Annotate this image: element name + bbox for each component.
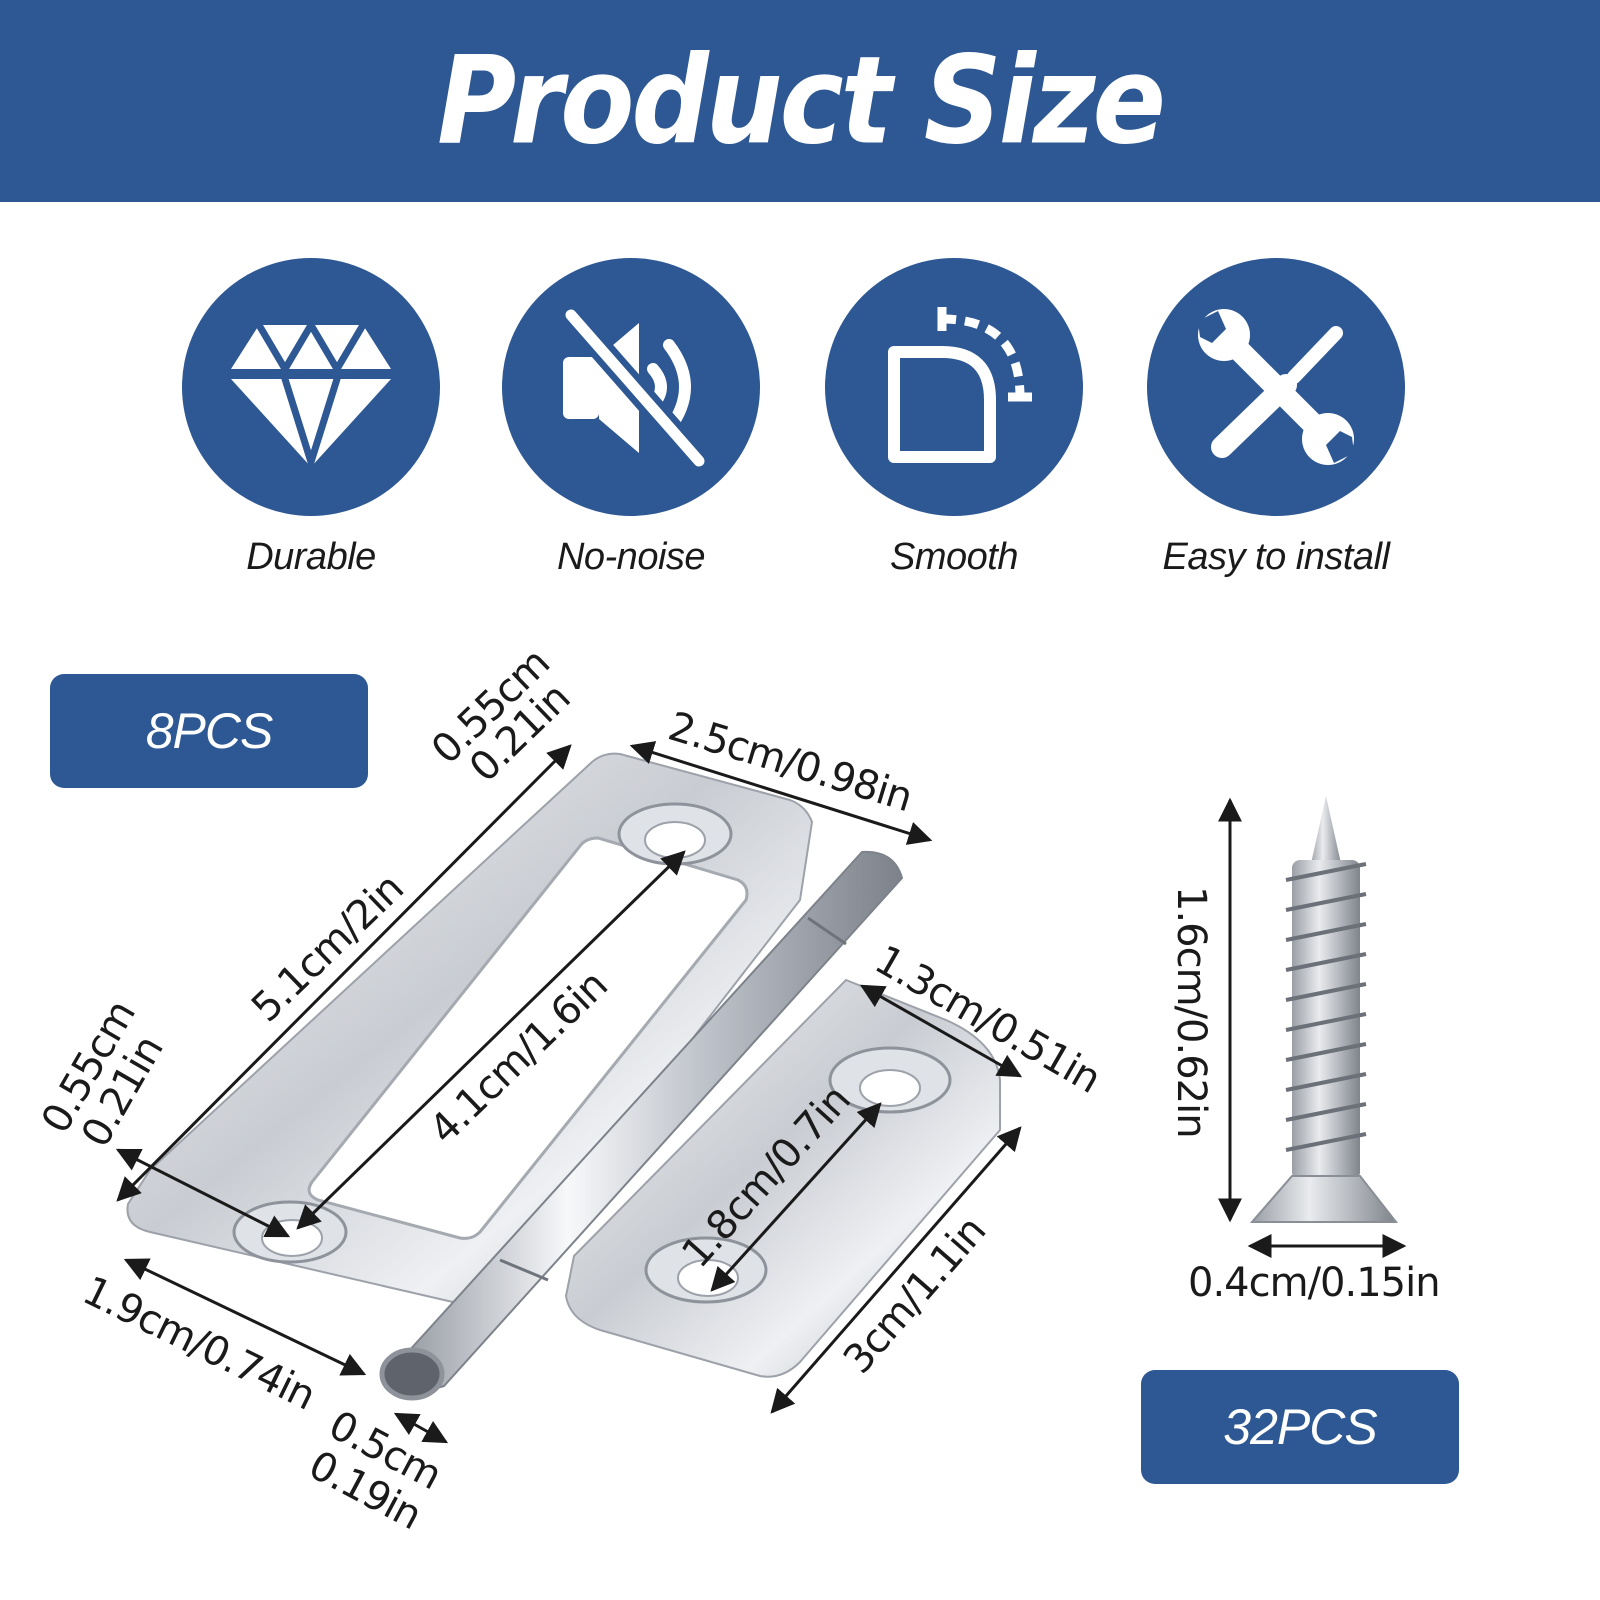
feature-durable: Durable bbox=[182, 258, 440, 579]
dim-bottom-width: 1.9cm/0.74in bbox=[76, 1268, 322, 1420]
feature-label: Smooth bbox=[890, 536, 1018, 578]
page-title: Product Size bbox=[437, 31, 1166, 171]
rotation-angle-icon bbox=[888, 307, 1032, 463]
screw-quantity-badge: 32PCS bbox=[1141, 1370, 1459, 1484]
wrench-screwdriver-icon bbox=[1198, 309, 1354, 465]
dim-screw-length: 1.6cm/0.62in bbox=[1168, 886, 1214, 1138]
feature-circle bbox=[825, 258, 1083, 516]
feature-easy-install: Easy to install bbox=[1147, 258, 1405, 579]
header-banner: Product Size bbox=[0, 0, 1600, 202]
dimension-lines bbox=[115, 741, 1407, 1444]
diamond-icon bbox=[231, 318, 391, 474]
screw-illustration bbox=[1249, 796, 1399, 1223]
mute-speaker-icon bbox=[561, 307, 709, 469]
feature-no-noise: No-noise bbox=[502, 258, 760, 579]
feature-label: Durable bbox=[246, 536, 376, 578]
feature-smooth: Smooth bbox=[825, 258, 1083, 579]
feature-circle bbox=[502, 258, 760, 516]
dim-screw-head-width: 0.4cm/0.15in bbox=[1188, 1260, 1440, 1306]
feature-label: Easy to install bbox=[1162, 536, 1390, 578]
feature-label: No-noise bbox=[556, 536, 706, 578]
feature-circle bbox=[1147, 258, 1405, 516]
feature-circle bbox=[182, 258, 440, 516]
